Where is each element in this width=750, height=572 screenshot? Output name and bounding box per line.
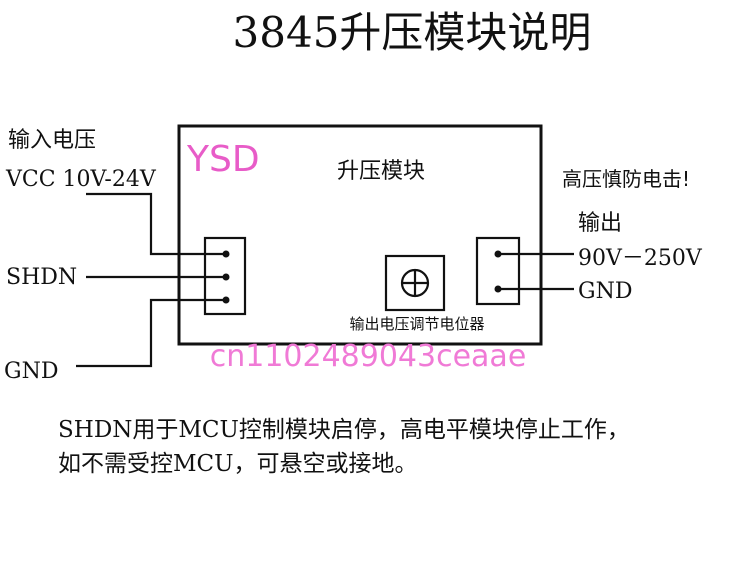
note-line-1: SHDN用于MCU控制模块启停，高电平模块停止工作， — [58, 417, 630, 443]
input-heading: 输入电压 — [8, 128, 96, 153]
high-voltage-warning: 高压慎防电击! — [562, 167, 690, 191]
output-range: 90V－250V — [578, 246, 703, 271]
output-gnd-label: GND — [578, 279, 632, 304]
module-board — [177, 124, 543, 346]
brand-label: YSD — [186, 139, 260, 180]
module-label: 升压模块 — [337, 159, 425, 184]
note-line-2: 如不需受控MCU，可悬空或接地。 — [58, 451, 418, 477]
shdn-label: SHDN — [6, 265, 77, 290]
vcc-wire — [86, 192, 226, 256]
output-connector — [475, 236, 521, 306]
page-title: 3845升压模块说明 — [233, 8, 592, 57]
watermark: cn1102489043ceaae — [210, 339, 527, 374]
output-heading: 输出 — [578, 211, 622, 236]
potentiometer — [384, 254, 446, 312]
potentiometer-label: 输出电压调节电位器 — [349, 315, 484, 333]
input-gnd-label: GND — [4, 359, 58, 384]
gnd-wire-input — [76, 298, 226, 368]
input-range: VCC 10V-24V — [5, 167, 157, 192]
